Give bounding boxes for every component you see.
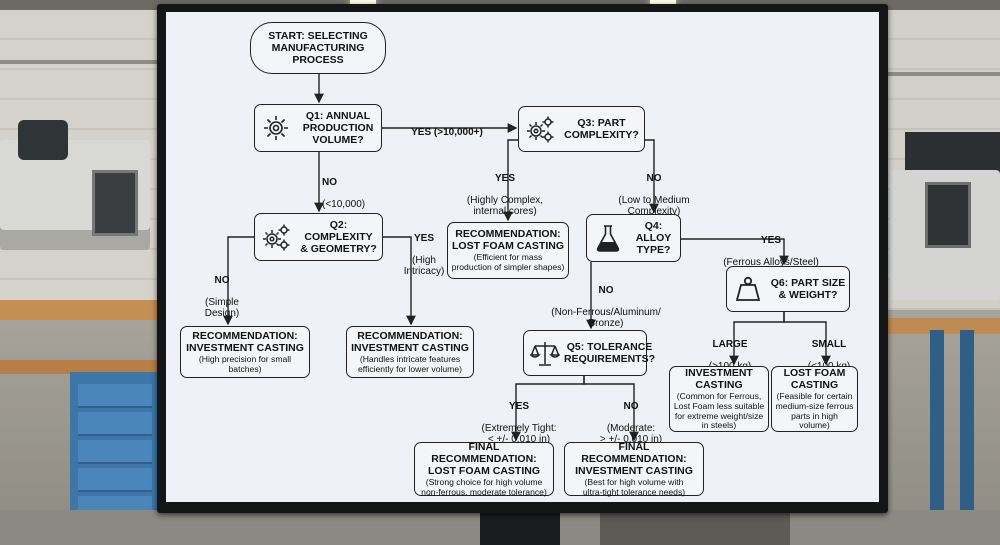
cnc-machine-top: [905, 132, 1000, 174]
arrow-q3-no: [644, 139, 659, 214]
q5-no-label: NO (Moderate: > +/- 0.010 in): [586, 390, 676, 445]
q1-label: Q1: ANNUAL PRODUCTION VOLUME?: [302, 110, 374, 146]
cabinet-drawer: [78, 412, 152, 436]
q4-yes-title: YES: [760, 235, 781, 246]
rec-intricate-title: RECOMMENDATION: INVESTMENT CASTING: [351, 329, 469, 354]
q1-no-title: NO: [322, 177, 337, 188]
q4-no-title: NO: [598, 285, 614, 296]
large-result-note: (Common for Ferrous, Lost Foam less suit…: [673, 391, 765, 431]
cnc-machine-head: [18, 120, 68, 160]
q2-yes-label: YES (High Intricacy): [391, 222, 457, 277]
q2-no-title: NO: [214, 275, 230, 286]
q3-yes-sub: (Highly Complex, internal cores): [466, 195, 544, 217]
q4-no-label: NO (Non-Ferrous/Aluminum/ Bronze): [536, 274, 676, 329]
arrow-q6-small: [783, 312, 831, 366]
q6-node: Q6: PART SIZE & WEIGHT?: [726, 266, 850, 312]
scale-icon: [530, 342, 560, 366]
cabinet-drawer: [78, 440, 152, 464]
rec-lostfoam-title: RECOMMENDATION: LOST FOAM CASTING: [452, 228, 564, 253]
workbench-left: [0, 300, 165, 320]
q2-label: Q2: COMPLEXITY & GEOMETRY?: [300, 219, 377, 255]
q5-yes-label: YES (Extremely Tight: < +/- 0.010 in): [464, 390, 574, 445]
workbench-left-shelf: [0, 360, 165, 374]
q6-small-title: SMALL: [811, 339, 847, 350]
large-result-title: INVESTMENT CASTING: [685, 367, 753, 392]
q4-node: Q4: ALLOY TYPE?: [586, 214, 681, 262]
q2-no-sub: (Simple Design): [204, 297, 240, 319]
q1-yes-text: YES (>10,000+): [411, 127, 483, 138]
arrow-q2-yes: [383, 236, 416, 326]
small-result-note: (Feasible for certain medium-size ferrou…: [775, 391, 854, 431]
ceiling-light: [350, 0, 376, 6]
rec-simple-note: (High precision for small batches): [198, 353, 292, 374]
result-small-lost-foam: LOST FOAM CASTING (Feasible for certain …: [771, 366, 858, 432]
q3-label: Q3: PART COMPLEXITY?: [564, 117, 639, 141]
q6-large-title: LARGE: [712, 339, 748, 350]
start-label: START: SELECTING MANUFACTURING PROCESS: [268, 30, 368, 66]
gears-icon: [263, 224, 290, 251]
q2-no-label: NO (Simple Design): [194, 264, 250, 319]
cabinet-drawer: [78, 468, 152, 492]
q5-label: Q5: TOLERANCE REQUIREMENTS?: [564, 341, 656, 365]
rec-investment-intricate: RECOMMENDATION: INVESTMENT CASTING (Hand…: [346, 326, 474, 378]
q4-yes-sub: (Ferrous Alloys/Steel): [723, 257, 819, 268]
final-lostfoam-title: FINAL RECOMMENDATION: LOST FOAM CASTING: [428, 440, 540, 477]
q3-no-title: NO: [646, 173, 662, 184]
wall-pipe: [880, 72, 1000, 76]
q1-no-label: NO (<10,000): [322, 166, 372, 210]
cnc-machine-window: [92, 170, 138, 236]
ceiling-light: [650, 0, 676, 6]
arrow-q4-yes: [681, 238, 789, 266]
q1-yes-label: YES (>10,000+): [402, 116, 492, 138]
result-large-investment: INVESTMENT CASTING (Common for Ferrous, …: [669, 366, 769, 432]
q5-no-sub: (Moderate: > +/- 0.010 in): [599, 423, 663, 445]
weight-icon: [735, 276, 761, 301]
rec-intricate-note: (Handles intricate features efficiently …: [358, 353, 462, 374]
rec-lostfoam-note: (Efficient for mass production of simple…: [451, 252, 565, 272]
rec-investment-simple: RECOMMENDATION: INVESTMENT CASTING (High…: [180, 326, 310, 378]
flowchart-connectors: [223, 74, 831, 442]
arrow-q3-yes: [503, 139, 518, 222]
q4-yes-label: YES (Ferrous Alloys/Steel): [711, 224, 831, 268]
flask-icon: [596, 225, 620, 252]
monitor-screen: START: SELECTING MANUFACTURING PROCESS Q…: [166, 12, 879, 502]
q2-node: Q2: COMPLEXITY & GEOMETRY?: [254, 213, 383, 261]
q5-node: Q5: TOLERANCE REQUIREMENTS?: [523, 330, 655, 376]
q5-yes-sub: (Extremely Tight: < +/- 0.010 in): [481, 423, 557, 445]
q4-no-sub: (Non-Ferrous/Aluminum/ Bronze): [551, 307, 661, 329]
q4-label: Q4: ALLOY TYPE?: [635, 220, 672, 256]
arrow-q2-no: [223, 236, 254, 326]
q3-yes-title: YES: [494, 173, 515, 184]
q3-yes-label: YES (Highly Complex, internal cores): [450, 162, 560, 217]
gears-icon: [527, 116, 554, 143]
gear-icon: [264, 116, 288, 140]
cnc-machine-window: [925, 182, 971, 248]
start-node: START: SELECTING MANUFACTURING PROCESS: [250, 22, 386, 74]
rec-simple-title: RECOMMENDATION: INVESTMENT CASTING: [186, 329, 304, 354]
wall-pipe: [0, 60, 160, 64]
q3-no-label: NO (Low to Medium Complexity): [604, 162, 704, 217]
workbench-leg: [960, 330, 974, 545]
cabinet-drawer: [78, 384, 152, 408]
small-result-title: LOST FOAM CASTING: [783, 367, 846, 392]
monitor-stand: [480, 512, 560, 545]
final-rec-investment: FINAL RECOMMENDATION: INVESTMENT CASTING…: [564, 440, 704, 497]
arrow-q5-no: [583, 376, 639, 442]
rec-lost-foam: RECOMMENDATION: LOST FOAM CASTING (Effic…: [447, 222, 569, 279]
q2-yes-sub: (High Intricacy): [403, 255, 445, 277]
q3-no-sub: (Low to Medium Complexity): [618, 195, 690, 217]
q1-no-sub: (<10,000): [322, 199, 366, 210]
final-lostfoam-note: (Strong choice for high volume non-ferro…: [421, 476, 547, 497]
q3-node: Q3: PART COMPLEXITY?: [518, 106, 645, 152]
final-rec-lost-foam: FINAL RECOMMENDATION: LOST FOAM CASTING …: [414, 440, 554, 497]
q5-yes-title: YES: [508, 401, 529, 412]
q5-no-title: NO: [623, 401, 639, 412]
final-investment-note: (Best for high volume with ultra-tight t…: [582, 476, 686, 497]
q6-label: Q6: PART SIZE & WEIGHT?: [770, 277, 846, 301]
final-investment-title: FINAL RECOMMENDATION: INVESTMENT CASTING: [575, 440, 693, 477]
q1-node: Q1: ANNUAL PRODUCTION VOLUME?: [254, 104, 382, 152]
workbench-leg: [930, 330, 944, 545]
q2-yes-title: YES: [413, 233, 434, 244]
